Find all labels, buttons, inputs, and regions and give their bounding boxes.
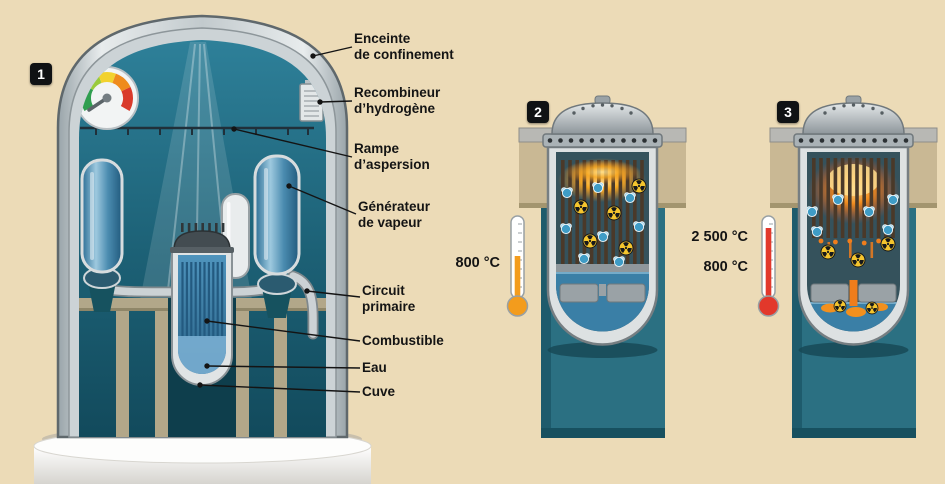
thermometer-icon-3 xyxy=(757,215,780,317)
reactor-panel-2 xyxy=(506,95,687,438)
vessel-head-3 xyxy=(793,95,914,148)
spray-header xyxy=(80,126,314,135)
step-badge-2: 2 xyxy=(527,101,549,123)
label-fuel: Combustible xyxy=(362,333,444,348)
label-primary-circuit: Circuit primaire xyxy=(362,283,416,314)
vessel-head-2 xyxy=(542,95,663,148)
leader-lines xyxy=(199,46,361,393)
label-spray-header: Rampe d’aspersion xyxy=(354,141,430,172)
thermometer-icon-2 xyxy=(506,215,529,317)
vessel-interior-3 xyxy=(807,152,900,332)
label-recombiner: Recombineur d’hydrogène xyxy=(354,85,441,116)
vessel-lid xyxy=(170,223,234,253)
label-vessel: Cuve xyxy=(362,384,396,399)
step-badge-1: 1 xyxy=(30,63,52,85)
vessel-interior-2 xyxy=(556,152,649,332)
leader-dots xyxy=(197,53,323,388)
temperature-panel3-core: 2 500 °C xyxy=(691,229,748,245)
reactor-vessel xyxy=(170,223,234,386)
label-containment: Enceinte de confinement xyxy=(354,31,454,62)
corium-flow xyxy=(849,280,858,306)
step-badge-3: 3 xyxy=(777,101,799,123)
steam-generator-left xyxy=(80,158,124,312)
fuel-rods xyxy=(181,262,224,338)
temperature-panel3-water: 800 °C xyxy=(703,259,749,275)
vessel-lower-water xyxy=(178,336,226,374)
reactor-panel-3 xyxy=(757,95,938,438)
label-water: Eau xyxy=(362,360,387,375)
interior-structures xyxy=(79,298,326,437)
temperature-panel2: 800 °C xyxy=(455,255,501,271)
label-steam-generator: Générateur de vapeur xyxy=(358,199,431,230)
containment-building xyxy=(33,14,372,484)
